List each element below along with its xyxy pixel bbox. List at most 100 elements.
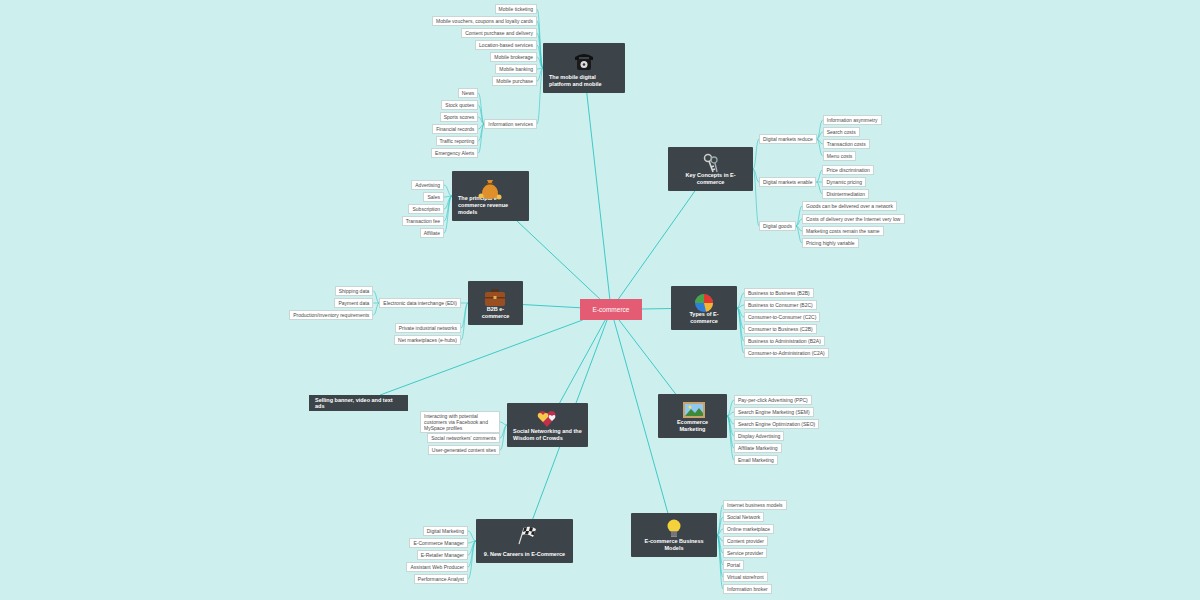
node-label: E-commerce Business Models (637, 538, 711, 552)
subtopic-box: Subscription (408, 204, 444, 214)
subtopic-box: Marketing costs remain the same (802, 226, 884, 236)
subtopic-box: Digital goods (759, 221, 796, 231)
node-label: Affiliate (424, 230, 440, 236)
subtopic-box: Advertising (411, 180, 444, 190)
node-label: The principal e-commerce revenue models (458, 195, 523, 216)
branch-connector (468, 541, 476, 579)
node-label: E-commerce (593, 306, 630, 313)
branch-topic: Key Concepts in E-commerce (668, 147, 753, 191)
node-label: Online marketplace (727, 526, 770, 532)
node-label: Marketing costs remain the same (806, 228, 880, 234)
subtopic-box: Search Engine Optimization (SEO) (734, 419, 819, 429)
subtopic-box: Payment data (334, 298, 373, 308)
subtopic-box: Price discrimination (822, 165, 873, 175)
branch-connector (619, 320, 676, 394)
node-label: Interacting with potential customers via… (424, 413, 496, 431)
subtopic-box: Digital markets reduce (759, 134, 817, 144)
subtopic-box: Consumer to Business (C2B) (744, 324, 817, 334)
branch-topic: The principal e-commerce revenue models (452, 171, 529, 221)
node-label: Information asymmetry (827, 117, 878, 123)
node-label: Subscription (412, 206, 440, 212)
subtopic-box: Mobile brokerage (490, 52, 537, 62)
node-label: Transaction fee (406, 218, 440, 224)
node-label: Menu costs (827, 153, 853, 159)
subtopic-box: Business to Business (B2B) (744, 288, 814, 298)
node-label: Business to Business (B2B) (748, 290, 810, 296)
branch-connector (500, 425, 507, 450)
subtopic-box: Goods can be delivered over a network (802, 201, 897, 211)
node-label: Mobile ticketing (499, 6, 533, 12)
node-label: Consumer to Business (C2B) (748, 326, 813, 332)
node-label: Affiliate Marketing (738, 445, 778, 451)
node-label: Transaction costs (827, 141, 866, 147)
node-label: Location-based services (479, 42, 533, 48)
node-label: Payment data (338, 300, 369, 306)
subtopic-box: User-generated content sites (428, 445, 500, 455)
branch-connector (444, 196, 452, 233)
subtopic-box: Mobile purchase (492, 76, 537, 86)
branch-connector (461, 303, 468, 340)
node-label: Information broker (727, 586, 768, 592)
subtopic-box: Search Engine Marketing (SEM) (734, 407, 814, 417)
branch-connector (737, 305, 744, 308)
subtopic-box: Net marketplaces (e-hubs) (394, 335, 461, 345)
branch-connector (523, 305, 580, 308)
subtopic-box: Pricing highly variable (802, 238, 859, 248)
branch-topic: 9. New Careers in E-Commerce (476, 519, 573, 563)
subtopic-box: Information broker (723, 584, 772, 594)
subtopic-box: Mobile ticketing (495, 4, 537, 14)
branch-connector (444, 185, 452, 196)
subtopic-box: Location-based services (475, 40, 537, 50)
subtopic-box: Email Marketing (734, 455, 778, 465)
branch-topic: E-commerce Business Models (631, 513, 717, 557)
branch-topic: Types of E-commerce (671, 286, 737, 330)
node-label: Key Concepts in E-commerce (674, 172, 747, 186)
node-label: Mobile banking (499, 66, 533, 72)
node-label: Shipping data (339, 288, 370, 294)
subtopic-box: Stock quotes (441, 100, 478, 110)
subtopic-box: Virtual storefront (723, 572, 768, 582)
node-label: User-generated content sites (432, 447, 496, 453)
branch-topic: Ecommerce Marketing (658, 394, 727, 438)
node-label: Display Advertising (738, 433, 780, 439)
branch-connector (587, 93, 610, 299)
subtopic-box: Assistant Web Producer (406, 562, 468, 572)
node-label: E-Retailer Manager (421, 552, 464, 558)
branch-topic: Social Networking and the Wisdom of Crow… (507, 403, 588, 447)
node-label: B2B e-commerce (474, 306, 517, 320)
node-label: Digital markets reduce (763, 136, 813, 142)
subtopic-box: Social Network (723, 512, 764, 522)
subtopic-box: Interacting with potential customers via… (420, 411, 500, 433)
branch-connector (727, 416, 734, 460)
node-label: Types of E-commerce (677, 311, 731, 325)
subtopic-box: Mobile banking (495, 64, 537, 74)
node-label: Search Engine Optimization (SEO) (738, 421, 815, 427)
subtopic-box: Production/inventory requirements (289, 310, 373, 320)
node-label: Price discrimination (826, 167, 869, 173)
subtopic-box: Emergency Alerts (431, 148, 478, 158)
branch-connector (444, 196, 452, 221)
node-label: Pay-per-click Advertising (PPC) (738, 397, 808, 403)
branch-box: Selling banner, video and text ads (309, 395, 408, 411)
subtopic-box: Content purchase and delivery (461, 28, 537, 38)
branch-connector (468, 541, 476, 567)
node-label: Sales (427, 194, 440, 200)
node-label: Service provider (727, 550, 763, 556)
node-label: Stock quotes (445, 102, 474, 108)
node-label: Digital goods (763, 223, 792, 229)
node-label: Digital Marketing (427, 528, 464, 534)
subtopic-box: Consumer-to-Administration (C2A) (744, 348, 829, 358)
subtopic-box: Performance Analyst (414, 574, 468, 584)
subtopic-box: Digital markets enable (759, 177, 816, 187)
node-label: Disintermediation (826, 191, 865, 197)
node-label: Content purchase and delivery (465, 30, 533, 36)
branch-connector (737, 308, 744, 341)
branch-connector (727, 412, 734, 416)
branch-topic: The mobile digital platform and mobile (543, 43, 625, 93)
node-label: Emergency Alerts (435, 150, 474, 156)
node-label: Mobile purchase (496, 78, 533, 84)
node-label: Sports scores (444, 114, 475, 120)
node-label: The mobile digital platform and mobile (549, 74, 619, 88)
subtopic-box: Electronic data interchange (EDI) (379, 298, 461, 308)
node-label: Email Marketing (738, 457, 774, 463)
